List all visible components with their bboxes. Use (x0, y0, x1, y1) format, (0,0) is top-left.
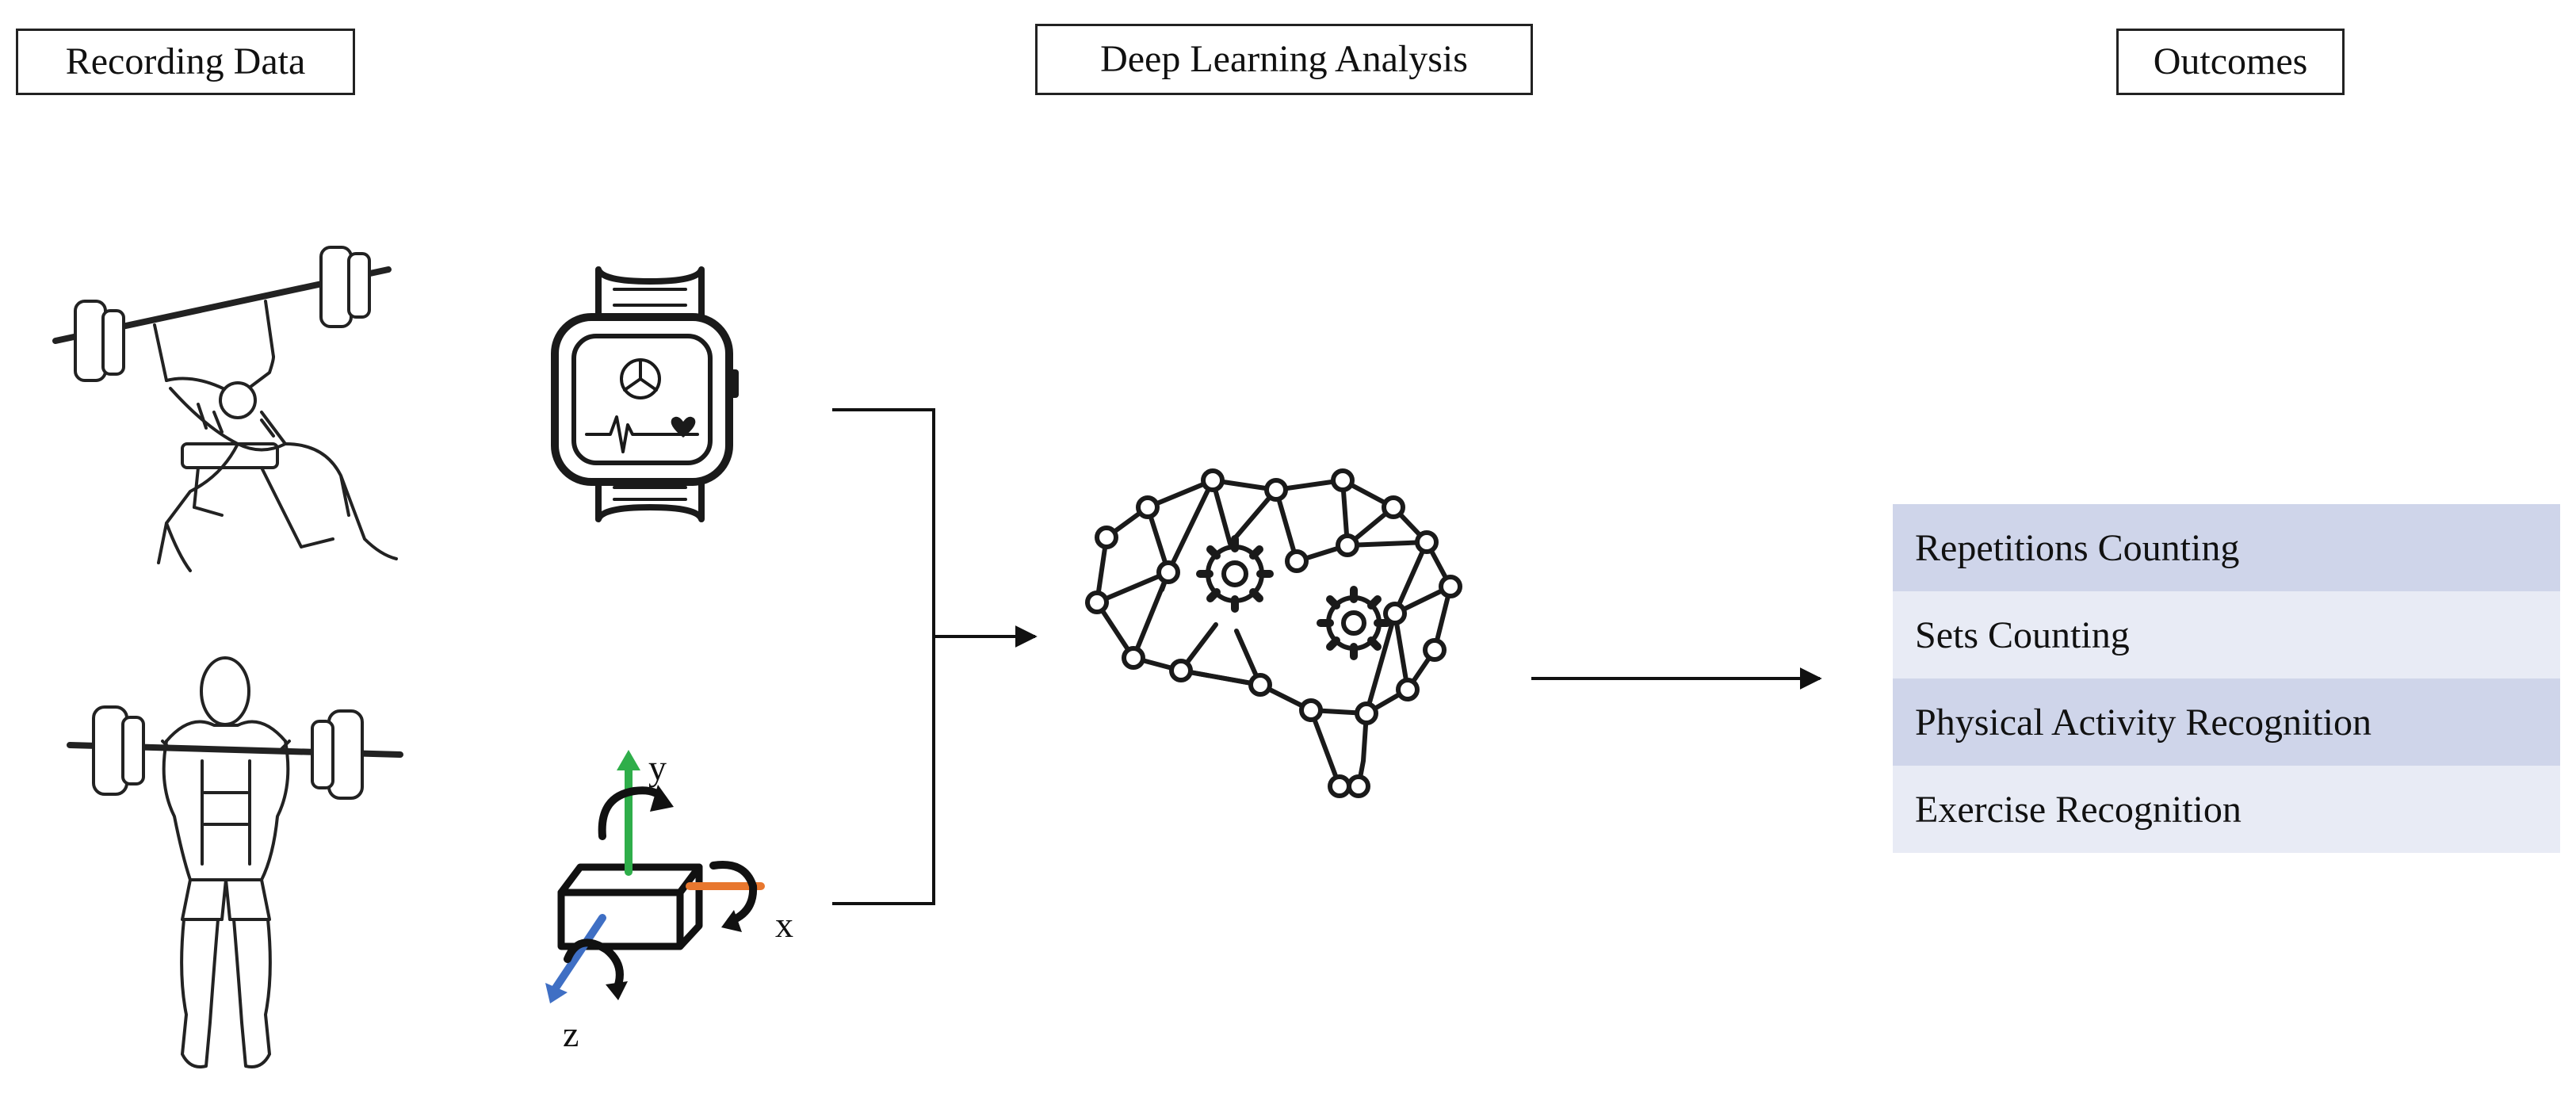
bench-press-icon (52, 246, 398, 572)
y-axis-arrowhead (617, 750, 640, 770)
outcome-repetitions-counting: Repetitions Counting (1893, 504, 2560, 591)
axis-label-x: x (775, 904, 793, 945)
outcomes-list: Repetitions Counting Sets Counting Physi… (1893, 504, 2560, 853)
z-axis-arrowhead (545, 983, 568, 1003)
header-recording-data: Recording Data (16, 29, 355, 95)
x-rotation-arrow (709, 861, 758, 925)
outcome-sets-counting: Sets Counting (1893, 591, 2560, 678)
merge-connector (832, 408, 1038, 905)
gear-icon (1317, 586, 1391, 660)
shoulder-press-icon (67, 656, 403, 1068)
neural-brain-icon (1085, 468, 1462, 798)
axis-label-z: z (563, 1014, 579, 1054)
axis-label-y: y (648, 747, 667, 788)
gear-icon (1196, 535, 1274, 613)
imu-axes-icon (545, 750, 765, 1003)
z-axis-arrow (551, 914, 606, 993)
z-rotation-arrow (564, 938, 624, 993)
outcome-physical-activity-recognition: Physical Activity Recognition (1893, 678, 2560, 766)
smartwatch-icon (551, 266, 739, 522)
outcome-exercise-recognition: Exercise Recognition (1893, 766, 2560, 853)
header-deep-learning-analysis: Deep Learning Analysis (1035, 24, 1533, 95)
header-outcomes: Outcomes (2116, 29, 2345, 95)
